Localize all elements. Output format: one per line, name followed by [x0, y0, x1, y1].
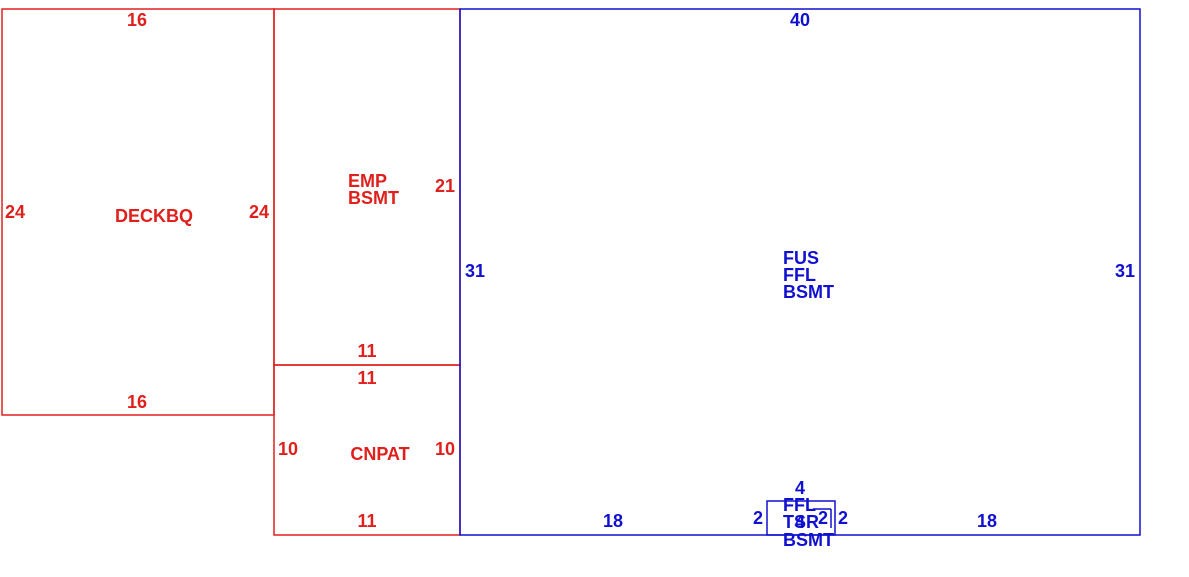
bay-dim-right: 2: [838, 508, 848, 528]
main-label-line-1: FUS: [783, 248, 819, 268]
emp-area[interactable]: EMP BSMT 21 11: [273, 8, 461, 366]
emp-dim-bottom: 11: [357, 341, 376, 361]
bay-dim-left: 2: [753, 508, 763, 528]
bay-label-line-1: FFL: [783, 495, 816, 515]
cnpat-dim-right: 10: [435, 439, 455, 459]
deck-label: DECKBQ: [115, 206, 193, 226]
main-area[interactable]: 40 31 FUS FFL BSMT 31 18 18: [459, 8, 1141, 536]
main-dim-bottom-right: 18: [977, 511, 997, 531]
deck-dim-left: 24: [5, 202, 25, 222]
deck-dim-right: 24: [249, 202, 269, 222]
bay-label-line-2: TSR: [783, 512, 819, 532]
emp-label-line-1: EMP: [348, 171, 387, 191]
cnpat-label: CNPAT: [350, 444, 409, 464]
emp-label-line-2: BSMT: [348, 188, 399, 208]
emp-dim-right: 21: [435, 176, 455, 196]
cnpat-dim-top: 11: [357, 368, 376, 388]
deck-area[interactable]: 16 24 DECKBQ 24 16: [1, 8, 275, 416]
main-dim-top: 40: [790, 10, 810, 30]
main-dim-right: 31: [1115, 261, 1135, 281]
bay-dim-inner: 2: [818, 508, 828, 528]
main-label-line-2: FFL: [783, 265, 816, 285]
bay-outline: [766, 500, 836, 536]
cnpat-dim-left: 10: [278, 439, 298, 459]
cnpat-area[interactable]: 11 10 CNPAT 10 11: [273, 364, 461, 536]
deck-dim-top: 16: [127, 10, 147, 30]
bay-label-line-3: BSMT: [783, 530, 834, 550]
deck-dim-bottom: 16: [127, 392, 147, 412]
bay-dim-top: 4: [795, 478, 805, 498]
cnpat-dim-bottom: 11: [357, 511, 376, 531]
bay-dim-bottom: 4: [795, 512, 805, 532]
bay-area[interactable]: 4 2 2 4 2 FFL TSR BSMT: [753, 478, 848, 550]
main-dim-left: 31: [465, 261, 485, 281]
main-label-line-3: BSMT: [783, 282, 834, 302]
main-dim-bottom-left: 18: [603, 511, 623, 531]
